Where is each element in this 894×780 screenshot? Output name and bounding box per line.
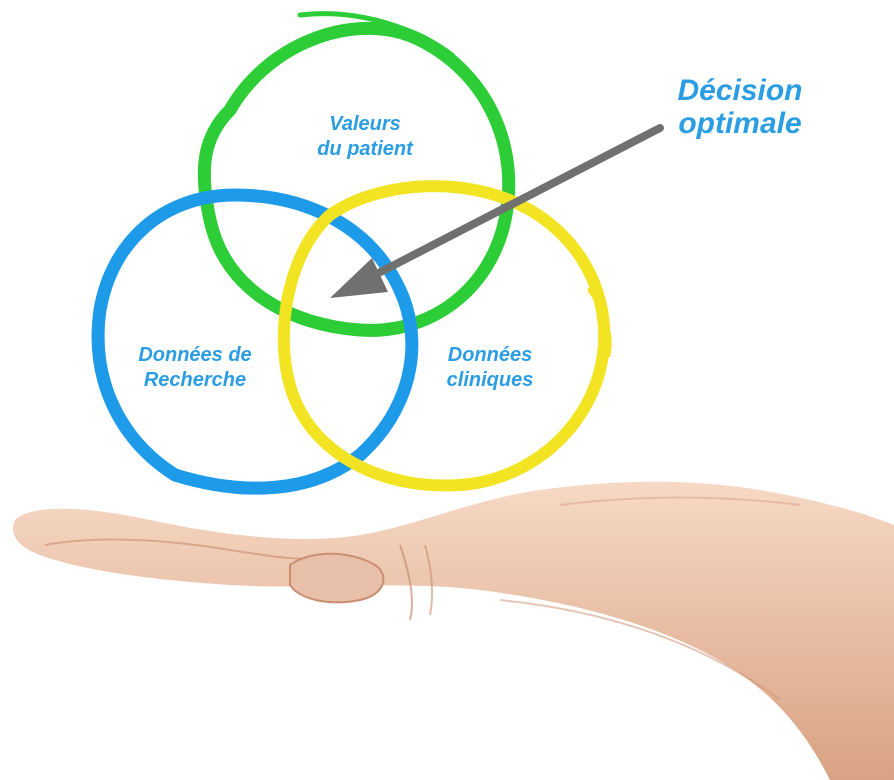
circle-clinical-data <box>277 180 612 492</box>
label-line: optimale <box>678 107 802 140</box>
circle-research-data <box>91 188 419 495</box>
label-line: Données de <box>138 344 252 366</box>
label-clinical-data: Données cliniques <box>430 343 550 393</box>
label-line: cliniques <box>446 369 534 391</box>
label-optimal-decision: Décision optimale <box>655 74 825 140</box>
label-line: Décision <box>677 74 803 107</box>
label-line: Valeurs <box>329 113 401 135</box>
label-research-data: Données de Recherche <box>130 343 260 393</box>
label-line: du patient <box>317 138 413 160</box>
label-line: Données <box>447 344 533 366</box>
label-line: Recherche <box>143 369 247 391</box>
callout-arrow <box>330 124 664 298</box>
thumb-nail <box>289 552 385 604</box>
label-values-patient: Valeurs du patient <box>300 112 430 162</box>
circle-values-patient <box>197 11 516 337</box>
open-hand-image <box>13 481 894 780</box>
arrow-head <box>330 258 388 298</box>
